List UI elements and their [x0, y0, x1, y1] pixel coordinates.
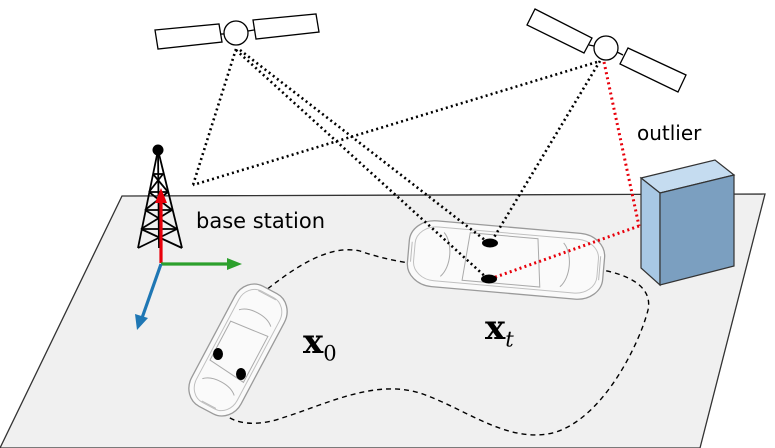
- pose-current-label: xt: [485, 308, 514, 351]
- pose-start-symbol: x: [303, 322, 324, 362]
- car-current: [406, 220, 606, 300]
- outlier-building-side: [659, 174, 735, 286]
- antenna-start-1: [213, 348, 223, 360]
- ray-sat2-to-ref: [192, 60, 598, 187]
- car-start: [188, 283, 288, 417]
- satellite-1-body: [223, 20, 249, 46]
- base-station-tower: [137, 149, 183, 249]
- pose-current-subscript: t: [505, 326, 514, 352]
- satellite-rays: [191, 48, 602, 280]
- satellite-1-right-panel: [252, 13, 320, 40]
- antenna-current-1: [482, 238, 498, 248]
- vehicle-trajectory: [216, 249, 650, 436]
- antenna-start-2: [236, 368, 246, 380]
- satellite-2-body: [593, 35, 619, 61]
- pose-start-subscript: 0: [323, 340, 337, 366]
- pose-current-symbol: x: [485, 308, 506, 348]
- antenna-current-2: [481, 274, 497, 284]
- pose-start-label: x0: [303, 322, 337, 365]
- base-station-frame: [135, 188, 242, 330]
- base-station-antenna-tip: [152, 144, 164, 156]
- outlier-building-front: [640, 176, 661, 287]
- axis-y: [140, 263, 163, 319]
- axis-y-arrowhead: [135, 314, 148, 330]
- satellite-1-left-panel: [154, 23, 223, 50]
- outlier-building: [639, 159, 736, 287]
- satellite-2-right-panel: [619, 47, 687, 93]
- axis-z-arrowhead: [155, 188, 167, 203]
- satellite-2-left-panel: [526, 8, 593, 54]
- ray-sat1-to-antenna1: [239, 48, 491, 246]
- satellite-2: [526, 8, 687, 93]
- axis-x-arrowhead: [227, 258, 242, 270]
- satellite-1: [154, 13, 320, 50]
- ray-sat2-to-antenna1: [488, 60, 602, 245]
- outlier-ray: [489, 61, 641, 281]
- base-station-label: base station: [196, 209, 326, 233]
- ray-sat1-to-ref: [191, 48, 238, 186]
- outlier-label: outlier: [637, 121, 702, 145]
